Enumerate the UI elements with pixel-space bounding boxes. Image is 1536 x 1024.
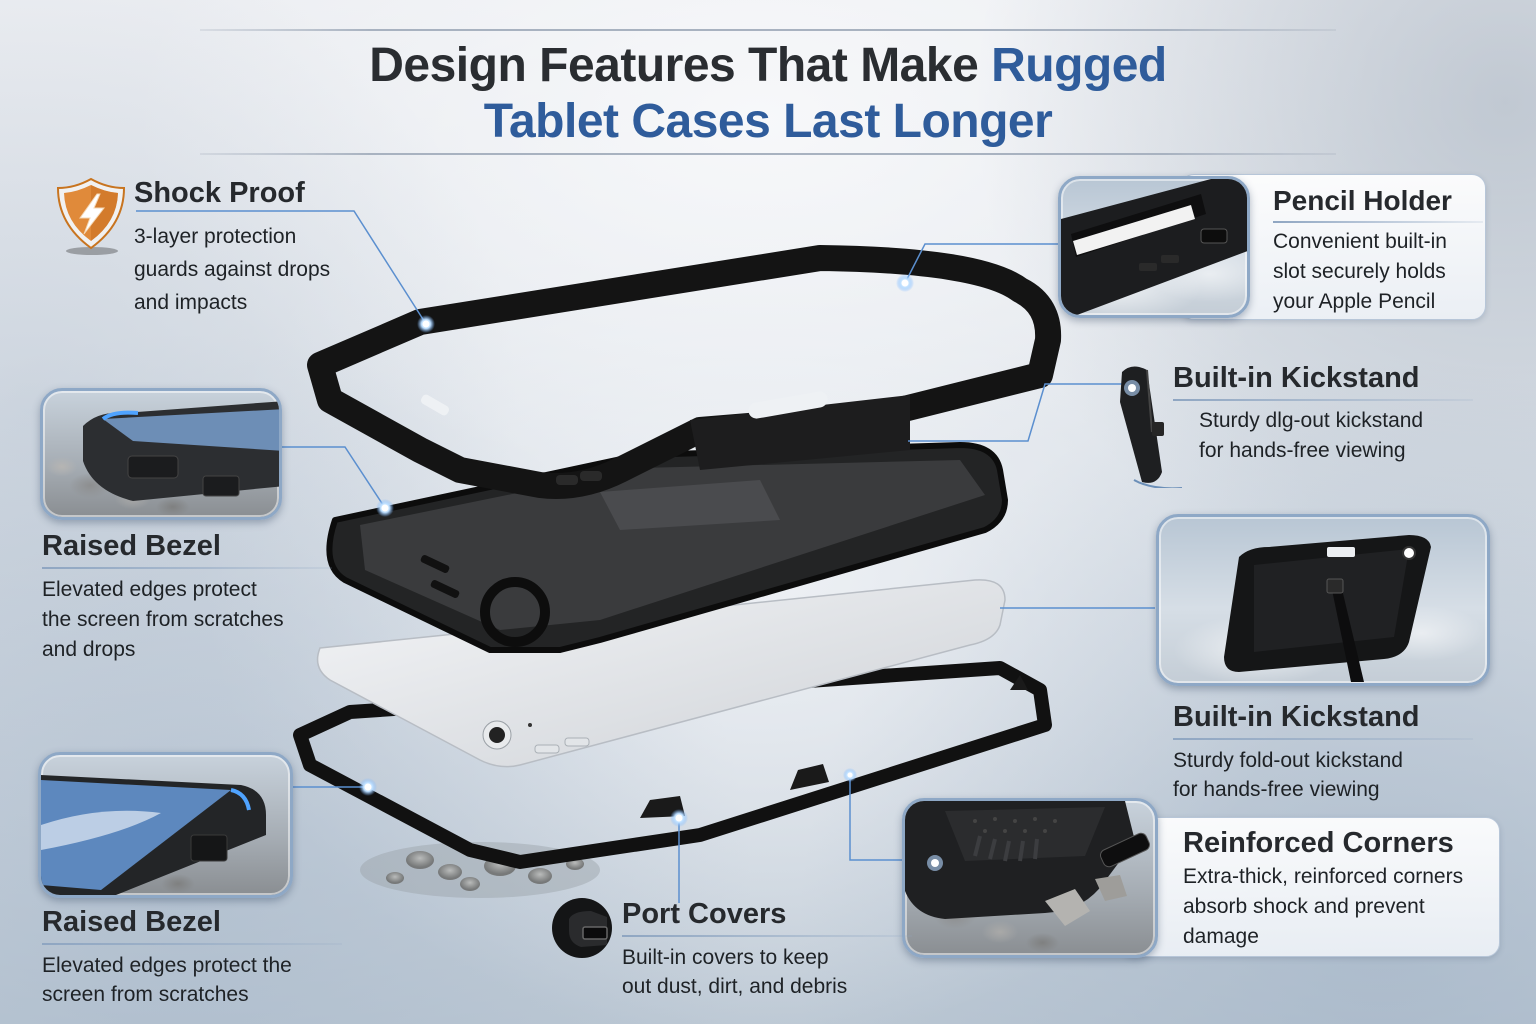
feature-desc-line: for hands-free viewing	[1199, 438, 1406, 462]
feature-desc-line: for hands-free viewing	[1173, 777, 1380, 801]
reinforced-corners-panel	[1120, 817, 1500, 957]
feature-desc-line: damage	[1183, 925, 1259, 948]
feature-divider	[42, 567, 332, 569]
feature-title: Raised Bezel	[42, 906, 221, 938]
feature-reinforced-corners: Reinforced Corners Extra-thick, reinforc…	[1183, 826, 1503, 952]
feature-divider	[1273, 221, 1483, 223]
title-top-rule	[200, 29, 1336, 31]
feature-divider	[1173, 399, 1473, 401]
feature-desc-line: and impacts	[134, 291, 248, 314]
feature-desc-line: Convenient built-in	[1273, 229, 1447, 253]
feature-title: Shock Proof	[134, 177, 305, 209]
feature-kickstand-2: Built-in Kickstand Sturdy fold-out kicks…	[1173, 700, 1473, 804]
port-cover-icon	[552, 898, 612, 958]
corner-bumper-image	[905, 801, 1150, 926]
tablet-device	[316, 579, 1006, 768]
feature-title: Port Covers	[622, 898, 787, 930]
feature-title: Pencil Holder	[1273, 185, 1452, 216]
feature-desc-line: Built-in covers to keep	[622, 945, 829, 969]
raised-bezel-thumbnail-1	[40, 388, 282, 520]
feature-desc-line: and drops	[42, 637, 136, 661]
feature-desc-line: Extra-thick, reinforced corners	[1183, 865, 1464, 888]
rocks-pile	[360, 842, 600, 898]
title-bottom-rule	[200, 153, 1336, 155]
page-title: Design Features That Make Rugged Tablet …	[200, 38, 1336, 150]
feature-port-covers: Port Covers Built-in covers to keep out …	[622, 897, 912, 1001]
feature-desc-line: your Apple Pencil	[1273, 289, 1436, 313]
kickstand-thumbnail	[1156, 514, 1490, 686]
feature-title: Raised Bezel	[42, 530, 221, 562]
title-text-accent: Rugged	[991, 39, 1167, 92]
title-text-accent-line2: Tablet Cases Last Longer	[483, 95, 1053, 148]
middle-shell-layer	[326, 442, 1008, 653]
feature-desc-line: 3-layer protection	[134, 225, 297, 248]
feature-title: Reinforced Corners	[1183, 827, 1454, 859]
feature-desc-line: out dust, dirt, and debris	[622, 974, 848, 998]
tablet-on-kickstand-image	[1224, 535, 1431, 682]
feature-raised-bezel-1: Raised Bezel Elevated edges protect the …	[42, 529, 332, 665]
feature-desc-line: Elevated edges protect the	[42, 953, 292, 977]
feature-desc-line: Sturdy fold-out kickstand	[1173, 748, 1403, 772]
pencil-slot-image	[1061, 179, 1247, 315]
feature-raised-bezel-2: Raised Bezel Elevated edges protect the …	[42, 905, 342, 1009]
raised-bezel-thumbnail-2	[38, 752, 293, 898]
feature-desc-line: Elevated edges protect	[42, 577, 257, 601]
tablet-corner-image	[41, 775, 266, 895]
callout-glow-dots	[359, 274, 914, 827]
title-text-dark: Design Features That Make	[369, 39, 992, 92]
kickstand-side-image	[1120, 366, 1182, 488]
tablet-edge-image	[83, 401, 279, 501]
feature-title: Built-in Kickstand	[1173, 362, 1420, 394]
feature-desc-line: screen from scratches	[42, 982, 249, 1006]
feature-kickstand-1: Built-in Kickstand Sturdy dlg-out kickst…	[1173, 361, 1473, 466]
feature-desc-line: Sturdy dlg-out kickstand	[1199, 408, 1424, 432]
feature-desc-line: guards against drops	[134, 258, 331, 281]
feature-desc-line: the screen from scratches	[42, 607, 284, 631]
feature-desc-line: slot securely holds	[1273, 259, 1446, 283]
feature-divider	[1173, 738, 1473, 740]
pencil-holder-thumbnail	[1058, 176, 1250, 318]
feature-pencil-holder: Pencil Holder Convenient built-in slot s…	[1273, 184, 1483, 317]
feature-desc-line: absorb shock and prevent	[1183, 895, 1425, 918]
feature-title: Built-in Kickstand	[1173, 701, 1420, 733]
feature-divider	[622, 935, 912, 937]
reinforced-corners-thumbnail	[902, 798, 1158, 958]
feature-divider	[42, 943, 342, 945]
shield-lightning-icon	[56, 177, 126, 255]
